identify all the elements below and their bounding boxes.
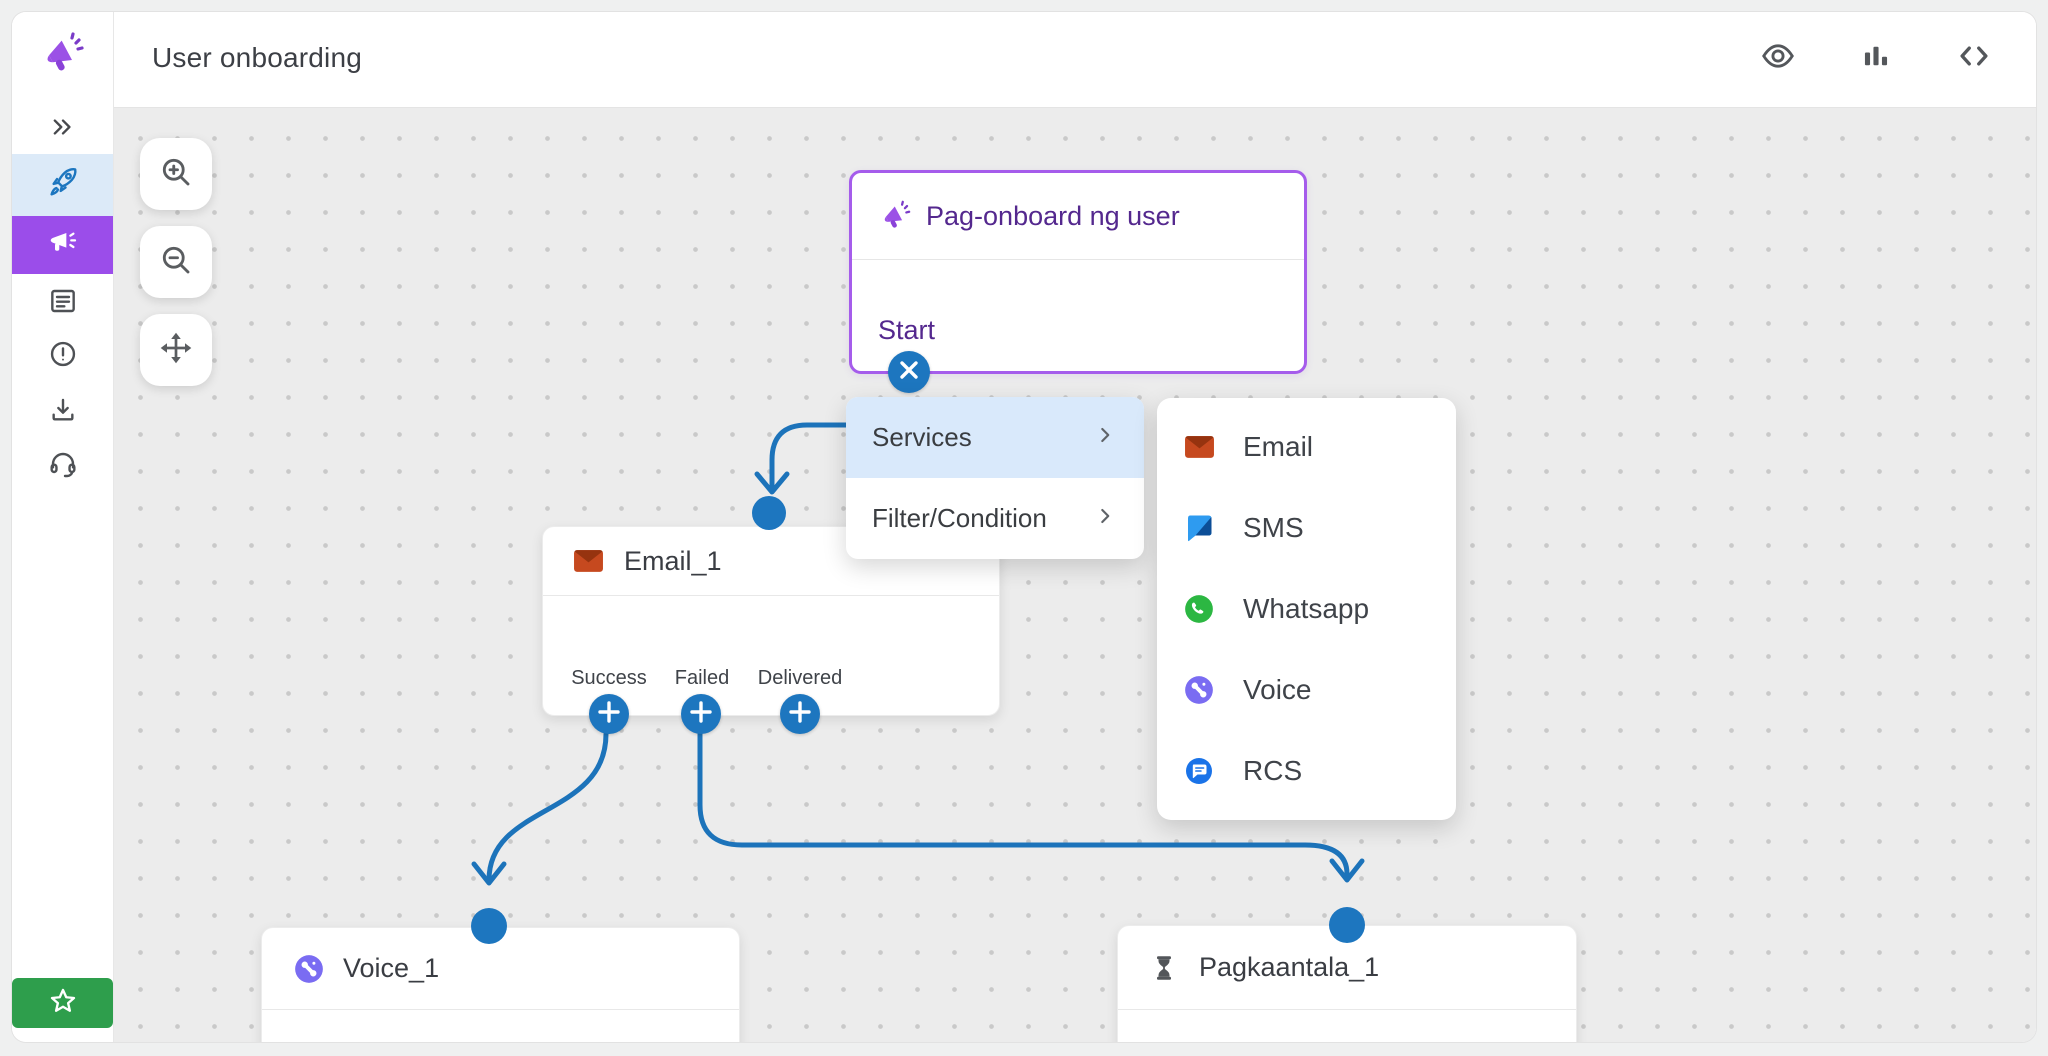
- eye-icon: [1760, 38, 1796, 79]
- node-email-title: Email_1: [624, 545, 722, 576]
- topbar-actions: [1758, 38, 1994, 78]
- move-arrows-icon: [158, 330, 194, 371]
- menu-item-filter-condition[interactable]: Filter/Condition: [846, 478, 1144, 559]
- sidebar-item-support[interactable]: [12, 446, 113, 486]
- magnifier-minus-icon: [158, 242, 194, 283]
- add-node-success-button[interactable]: [589, 694, 629, 734]
- connection-dot-email-top[interactable]: [752, 496, 786, 530]
- star-icon: [48, 986, 78, 1021]
- voice-icon: [1183, 674, 1215, 706]
- code-brackets-icon: [1955, 37, 1993, 80]
- submenu-item-whatsapp[interactable]: Whatsapp: [1157, 568, 1456, 649]
- connection-dot-delay-top[interactable]: [1329, 907, 1365, 943]
- add-node-failed-button[interactable]: [681, 694, 721, 734]
- zoom-in-button[interactable]: [140, 138, 212, 210]
- headset-icon: [47, 448, 79, 485]
- code-view-button[interactable]: [1954, 38, 1994, 78]
- node-start[interactable]: Pag-onboard ng user Start: [849, 170, 1307, 374]
- double-chevron-right-icon: [49, 113, 77, 146]
- close-menu-button[interactable]: [888, 351, 930, 393]
- document-icon: [47, 285, 79, 322]
- sidebar-item-logs[interactable]: [12, 283, 113, 323]
- whatsapp-icon: [1183, 593, 1215, 625]
- bar-chart-icon: [1859, 39, 1893, 78]
- plus-icon: [681, 692, 721, 737]
- sidebar-item-campaigns[interactable]: [12, 216, 113, 274]
- node-delay-header: Pagkaantala_1: [1118, 926, 1576, 1010]
- download-icon: [47, 394, 79, 431]
- menu-item-services[interactable]: Services: [846, 397, 1144, 478]
- whats-new-button[interactable]: [12, 978, 113, 1028]
- add-node-delivered-button[interactable]: [780, 694, 820, 734]
- magnifier-plus-icon: [158, 154, 194, 195]
- node-start-title: Pag-onboard ng user: [926, 200, 1180, 231]
- plus-icon: [780, 692, 820, 737]
- analytics-button[interactable]: [1856, 38, 1896, 78]
- submenu-item-voice[interactable]: Voice: [1157, 649, 1456, 730]
- sidebar-expand-button[interactable]: [12, 112, 113, 146]
- alert-circle-icon: [47, 338, 79, 375]
- services-submenu: Email SMS Whatsapp: [1157, 398, 1456, 820]
- rocket-icon: [46, 166, 80, 205]
- node-voice-title: Voice_1: [343, 953, 440, 983]
- rcs-icon: [1183, 755, 1215, 787]
- close-icon: [888, 349, 930, 396]
- pan-button[interactable]: [140, 314, 212, 386]
- node-email-header: Email_1: [543, 527, 999, 596]
- megaphone-logo-icon: [878, 199, 912, 233]
- context-menu: Services Filter/Condition: [846, 397, 1144, 559]
- voice-icon: [293, 953, 325, 985]
- app-window: User onboarding: [12, 12, 2036, 1042]
- port-label-success: Success: [571, 667, 647, 689]
- submenu-item-rcs[interactable]: RCS: [1157, 730, 1456, 811]
- preview-button[interactable]: [1758, 38, 1798, 78]
- port-label-failed: Failed: [674, 667, 730, 689]
- node-start-label: Start: [878, 315, 936, 345]
- sidebar-item-export[interactable]: [12, 392, 113, 432]
- zoom-out-button[interactable]: [140, 226, 212, 298]
- plus-icon: [589, 692, 629, 737]
- email-icon: [1183, 431, 1215, 463]
- submenu-item-sms[interactable]: SMS: [1157, 487, 1456, 568]
- sms-icon: [1183, 512, 1215, 544]
- hourglass-icon: [1149, 953, 1179, 983]
- node-voice[interactable]: Voice_1: [261, 927, 740, 1042]
- sidebar-item-launch[interactable]: [12, 154, 113, 216]
- email-icon: [573, 548, 604, 574]
- chevron-right-icon: [1092, 422, 1118, 453]
- megaphone-icon: [47, 227, 79, 264]
- page-title: User onboarding: [152, 42, 363, 73]
- node-delay-title: Pagkaantala_1: [1199, 952, 1380, 982]
- node-voice-header: Voice_1: [262, 928, 739, 1010]
- submenu-item-email[interactable]: Email: [1157, 406, 1456, 487]
- port-label-delivered: Delivered: [757, 667, 843, 689]
- topbar: User onboarding: [113, 12, 2036, 108]
- sidebar-item-alerts[interactable]: [12, 336, 113, 376]
- megaphone-logo: [38, 32, 86, 82]
- node-start-header: Pag-onboard ng user: [852, 173, 1304, 260]
- sidebar: [12, 12, 114, 1042]
- app-logo[interactable]: [38, 30, 86, 78]
- chevron-right-icon: [1092, 503, 1118, 534]
- connection-dot-voice-top[interactable]: [471, 908, 507, 944]
